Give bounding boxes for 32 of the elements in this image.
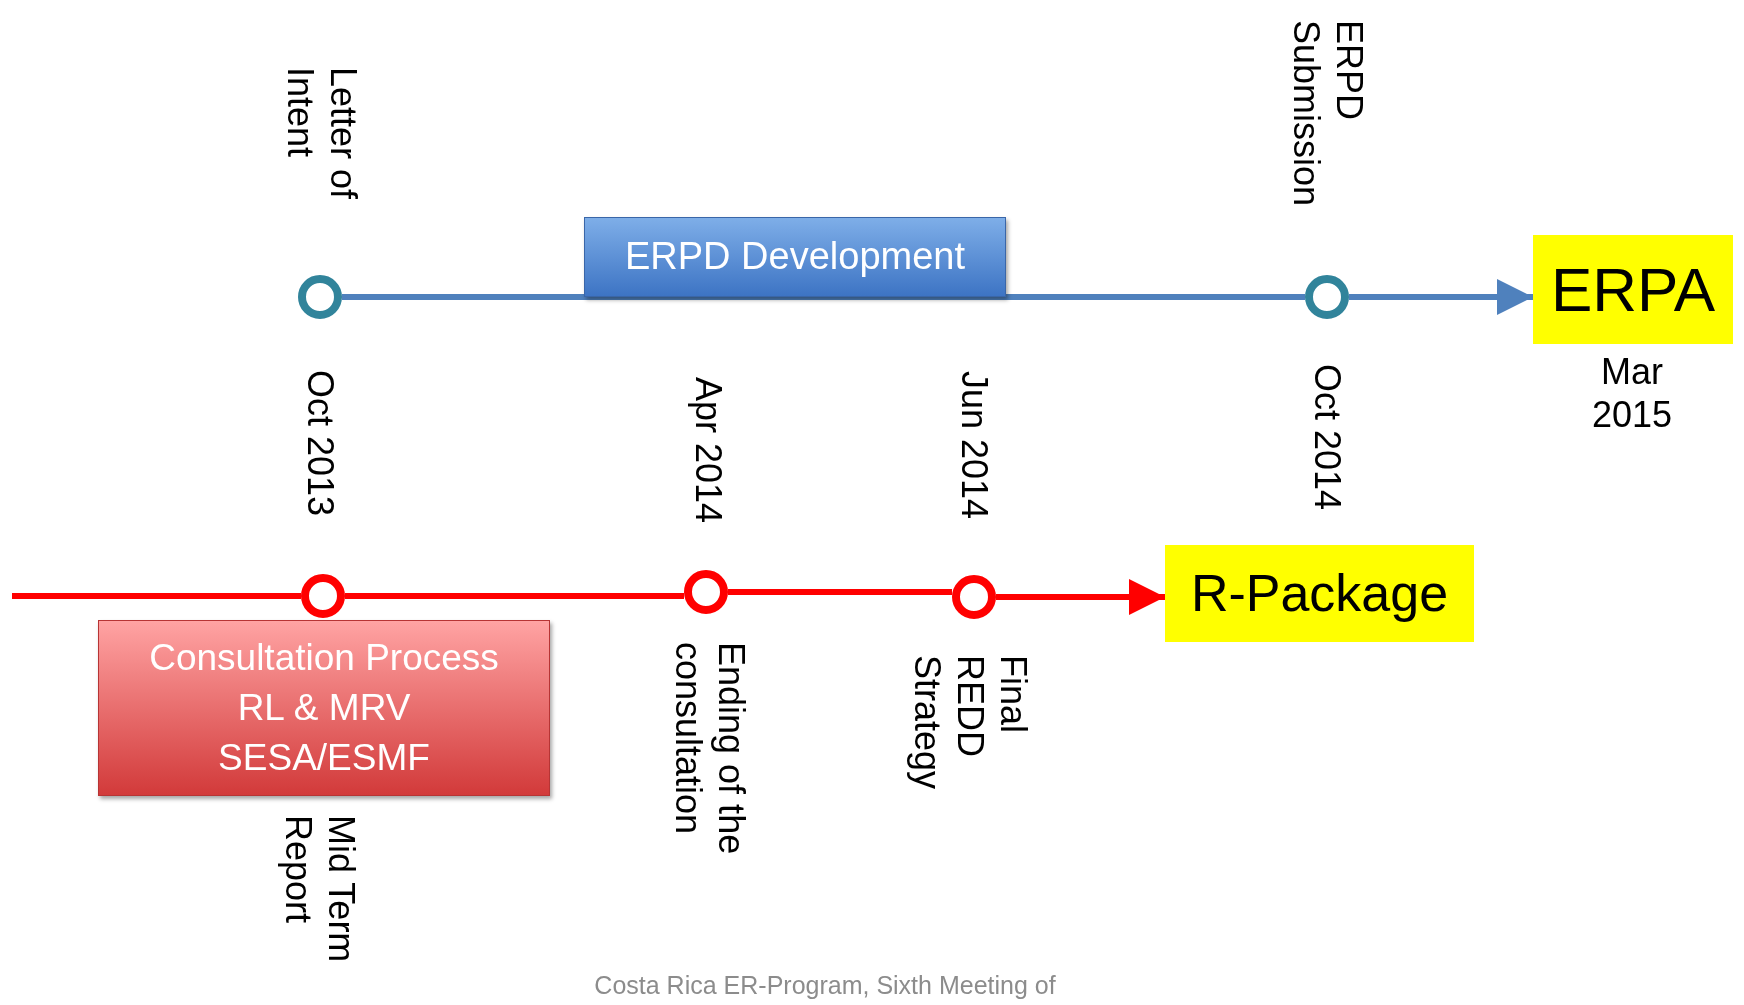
milestone-label: Letter of Intent [279,67,366,202]
footer-text: Costa Rica ER-Program, Sixth Meeting of [594,970,1056,1000]
deliverable-box [1165,545,1474,642]
timeline-line [345,593,684,599]
timeline-arrow [1349,279,1533,315]
phase-box [98,620,550,796]
timeline-line [342,294,1305,300]
box-text: Consultation Process [149,636,499,681]
timeline-line [728,589,952,595]
box-text: ERPD Development [624,234,965,280]
milestone-marker [301,574,345,618]
deliverable-box [1533,235,1733,344]
milestone-label: Mar 2015 [1590,349,1674,437]
milestone-marker [684,570,728,614]
milestone-label: Final REDD Strategy [905,655,1035,792]
milestone-label: ERPD Submission [1285,20,1372,209]
milestone-marker [952,575,996,619]
milestone-label: Oct 2013 [298,369,342,517]
milestone-label: Jun 2014 [952,370,996,520]
phase-box [584,217,1006,297]
timeline-arrow [996,579,1165,615]
milestone-marker [298,275,342,319]
box-text: RL & MRV [237,686,411,731]
box-text: SESA/ESMF [218,735,430,780]
timeline-line [12,593,301,599]
milestone-marker [1305,275,1349,319]
milestone-label: Apr 2014 [686,376,730,524]
milestone-label: Mid Term Report [277,815,364,965]
milestone-label: Ending of the consultation [667,642,754,857]
box-text: R-Package [1190,563,1449,625]
box-text: ERPA [1550,253,1716,326]
milestone-label: Oct 2014 [1305,363,1349,511]
